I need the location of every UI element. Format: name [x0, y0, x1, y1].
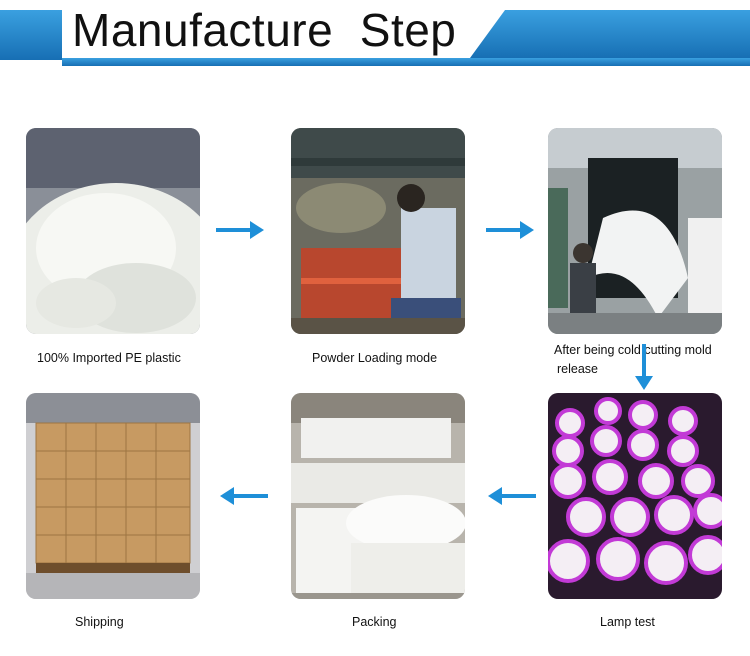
header-banner	[0, 0, 750, 70]
caption-powder-loading: Powder Loading mode	[312, 351, 438, 365]
caption-mold-release-line2: release	[557, 362, 598, 376]
photo-packing	[291, 393, 465, 599]
photo-powder-loading	[291, 128, 465, 334]
arrow-left-icon	[486, 485, 536, 512]
photo-pe-plastic	[26, 128, 200, 334]
caption-shipping: Shipping	[75, 615, 124, 629]
arrow-left-icon	[218, 485, 268, 512]
caption-mold-release-line1: After being cold cutting mold	[554, 343, 712, 357]
photo-shipping	[26, 393, 200, 599]
photo-lamp-test	[548, 393, 722, 599]
arrow-right-icon	[216, 219, 266, 246]
arrow-right-icon	[486, 219, 536, 246]
caption-pe-plastic: 100% Imported PE plastic	[37, 351, 181, 365]
arrow-down-icon	[633, 344, 655, 397]
page-title: Manufacture Step	[72, 4, 457, 56]
caption-lamp-test: Lamp test	[600, 615, 655, 629]
caption-mold-release: After being cold cutting mold release	[554, 341, 712, 379]
caption-packing: Packing	[352, 615, 397, 629]
photo-mold-release	[548, 128, 722, 334]
